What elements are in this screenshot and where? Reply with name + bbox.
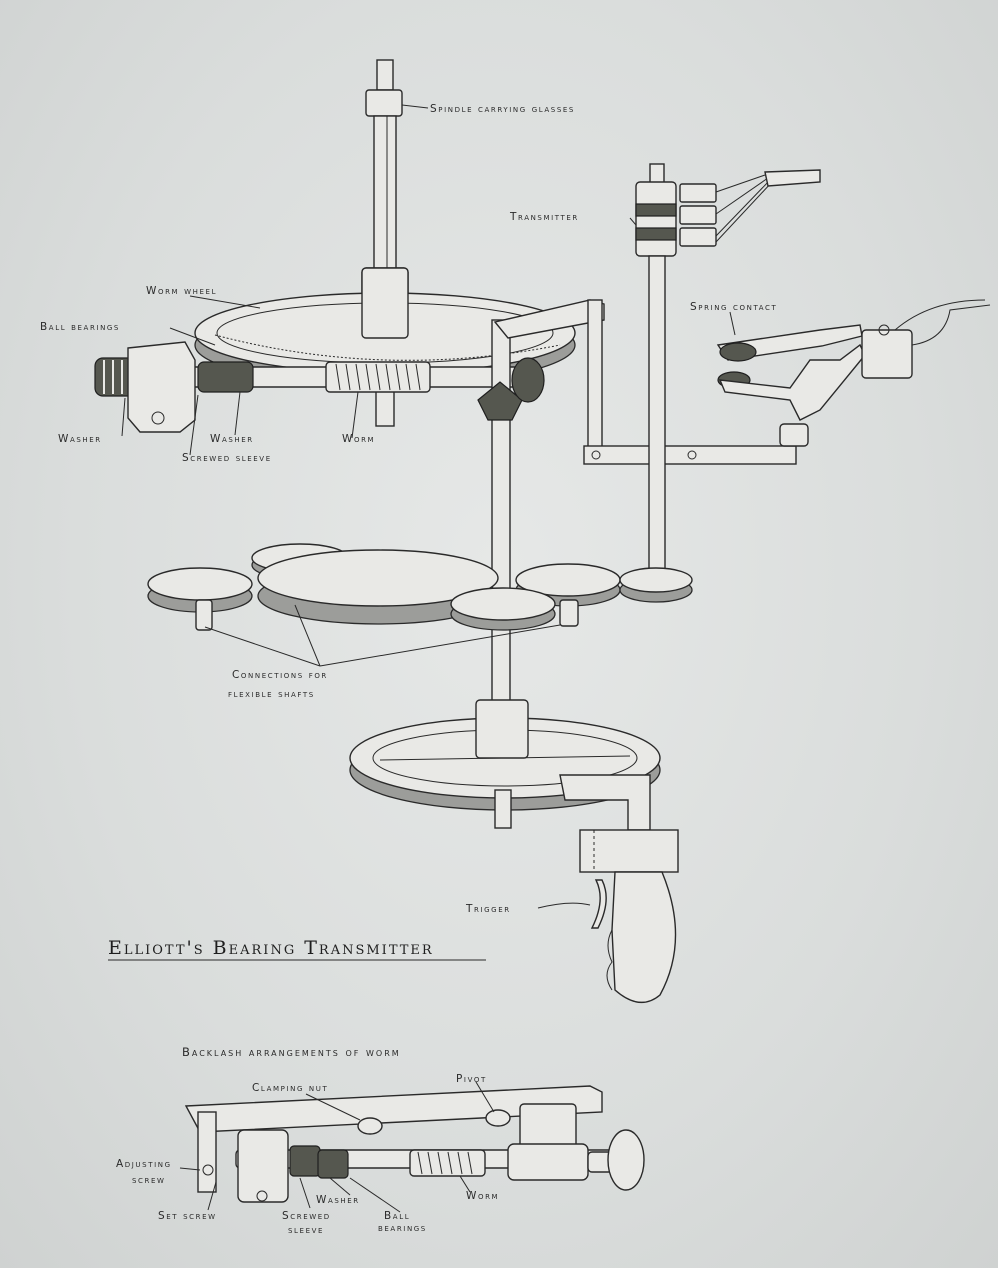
- label-screwed-line1: Screwed: [282, 1210, 331, 1222]
- linkage-arm: [493, 299, 809, 465]
- label-worm: Worm: [342, 433, 375, 445]
- label-washer-mid: Washer: [210, 433, 254, 445]
- label-adjusting-line2: screw: [132, 1174, 166, 1186]
- label-ball-line1: Ball: [384, 1210, 410, 1222]
- label-spring-contact: Spring contact: [690, 301, 777, 313]
- backlash-heading: Backlash arrangements of worm: [182, 1045, 401, 1059]
- figure-title: Elliott's Bearing Transmitter: [108, 937, 486, 961]
- label-worm-wheel: Worm wheel: [146, 285, 217, 297]
- labels: Spindle carrying glasses Transmitter Wor…: [40, 103, 777, 915]
- label-connections-line1: Connections for: [232, 669, 328, 681]
- label-transmitter: Transmitter: [509, 211, 579, 223]
- trigger-grip: [590, 871, 677, 1003]
- label-connections-line2: flexible shafts: [228, 688, 315, 700]
- backlash-leaders: [179, 1081, 495, 1213]
- label-ball-line2: bearings: [378, 1222, 427, 1234]
- label-screwed-line2: sleeve: [288, 1224, 324, 1236]
- label-adjusting-line1: Adjusting: [116, 1158, 172, 1170]
- transmitter: [635, 163, 821, 577]
- spring-contact: [716, 299, 991, 421]
- worm-wheel: [194, 267, 576, 386]
- backlash-labels: Backlash arrangements of worm Clamping n…: [116, 1045, 499, 1236]
- label-pivot: Pivot: [456, 1073, 487, 1085]
- label-backlash-washer: Washer: [316, 1194, 360, 1206]
- label-ball-bearings: Ball bearings: [40, 321, 120, 333]
- label-spindle: Spindle carrying glasses: [430, 103, 575, 115]
- backlash-drawing: [184, 1085, 645, 1203]
- hand-wheel: [349, 699, 679, 873]
- label-trigger: Trigger: [465, 903, 511, 915]
- diagram-title: Elliott's Bearing Transmitter: [108, 937, 434, 959]
- label-clamping-nut: Clamping nut: [252, 1082, 328, 1094]
- label-set-screw: Set screw: [158, 1210, 217, 1222]
- gear-train: [147, 543, 693, 631]
- label-backlash-worm: Worm: [466, 1190, 499, 1202]
- leader-lines: [121, 104, 736, 909]
- worm-shaft: [94, 341, 541, 433]
- drive-shaft: [477, 319, 545, 801]
- label-screwed-sleeve: Screwed sleeve: [182, 452, 272, 464]
- label-washer-left: Washer: [58, 433, 102, 445]
